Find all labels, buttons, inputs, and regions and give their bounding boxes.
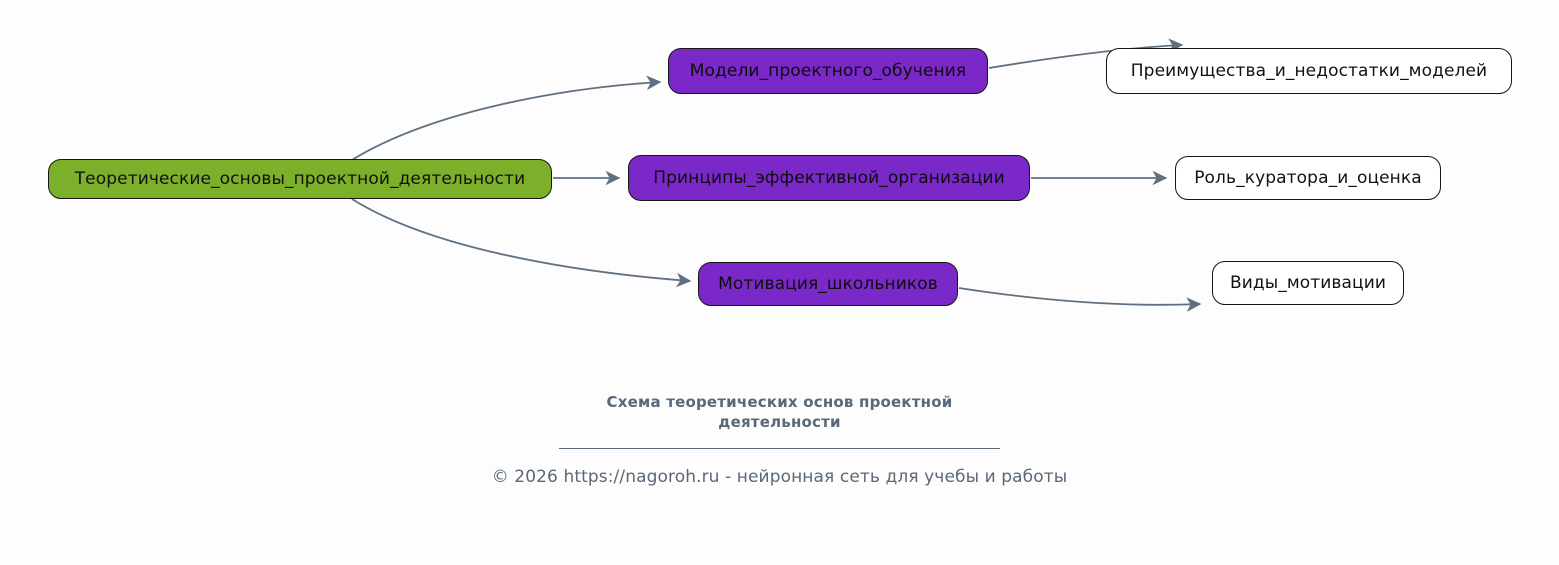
node-label: Теоретические_основы_проектной_деятельно…	[74, 168, 526, 189]
node-label: Принципы_эффективной_организации	[653, 167, 1005, 188]
node-branch-principy-effektivnoy-organizacii[interactable]: Принципы_эффективной_организации	[628, 155, 1030, 201]
node-label: Модели_проектного_обучения	[689, 60, 967, 81]
footer-credit: © 2026 https://nagoroh.ru - нейронная се…	[491, 466, 1068, 487]
caption-block: Схема теоретических основ проектной деят…	[0, 392, 1559, 487]
node-leaf-preimushchestva-i-nedostatki-modeley[interactable]: Преимущества_и_недостатки_моделей	[1106, 48, 1512, 94]
node-root-teoreticheskie-osnovy[interactable]: Теоретические_основы_проектной_деятельно…	[48, 159, 552, 199]
node-label: Виды_мотивации	[1229, 272, 1387, 293]
node-branch-modeli-proektnogo-obucheniya[interactable]: Модели_проектного_обучения	[668, 48, 988, 94]
node-leaf-vidy-motivacii[interactable]: Виды_мотивации	[1212, 261, 1404, 305]
node-label: Преимущества_и_недостатки_моделей	[1130, 60, 1488, 81]
diagram-title-line2: деятельности	[718, 413, 841, 432]
edge-root-to-branch3	[351, 198, 692, 288]
node-label: Мотивация_школьников	[718, 273, 938, 294]
node-label: Роль_куратора_и_оценка	[1194, 167, 1422, 188]
caption-divider	[559, 447, 1000, 449]
edge-branch3-to-leaf3	[958, 287, 1202, 312]
diagram-title-line1: Схема теоретических основ проектной	[606, 393, 953, 411]
diagram-title: Схема теоретических основ проектной деят…	[570, 392, 990, 433]
edge-root-to-branch1	[351, 75, 662, 161]
node-branch-motivaciya-shkolnikov[interactable]: Мотивация_школьников	[698, 262, 958, 306]
node-leaf-rol-kuratora-i-ocenka[interactable]: Роль_куратора_и_оценка	[1175, 156, 1441, 200]
